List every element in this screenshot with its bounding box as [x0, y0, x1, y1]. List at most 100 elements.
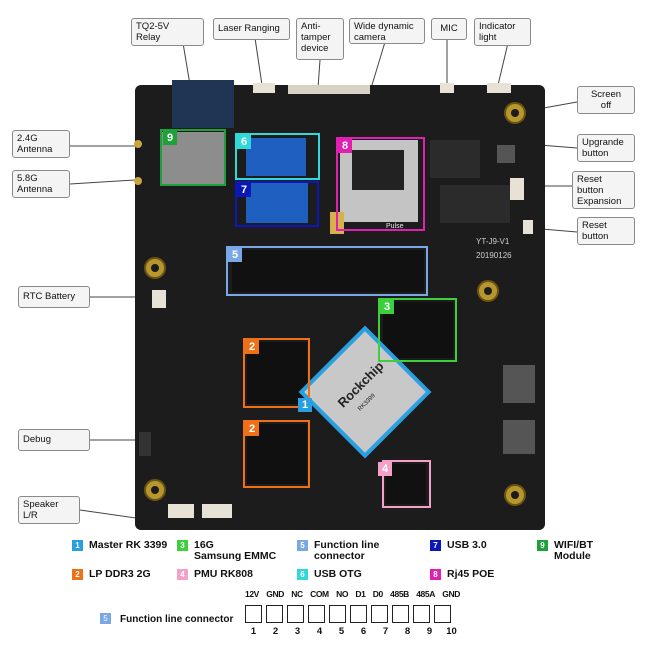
legend-item-pmu: 4 PMU RK808	[177, 569, 253, 580]
usb3-box	[235, 181, 319, 227]
legend-label: Function line connector	[314, 539, 380, 562]
pmu-box	[382, 460, 431, 508]
connector-pin	[308, 605, 325, 623]
pin-number: 2	[272, 626, 279, 637]
pin-label: D1	[355, 589, 366, 599]
antenna-24g-callout: 2.4G Antenna	[12, 130, 70, 158]
function-connector-box	[226, 246, 428, 296]
pin-label: 485B	[390, 589, 409, 599]
wifi-module-box	[160, 129, 226, 186]
rj45-poe-box	[336, 137, 425, 231]
pin-number: 6	[360, 626, 367, 637]
pin-number: 3	[294, 626, 301, 637]
pin-number: 10	[446, 626, 457, 637]
connector-pin	[287, 605, 304, 623]
usb-otg-box	[235, 133, 320, 180]
reset-expansion-callout: Reset button Expansion	[572, 171, 635, 209]
board-brand-text: Pulse	[386, 223, 404, 230]
legend-item-master: 1 Master RK 3399	[72, 540, 167, 551]
pin-label: COM	[310, 589, 329, 599]
connector-pin-labels: 12V GND NC COM NO D1 D0 485B 485A GND	[245, 589, 460, 599]
marker-ddr-2: 2	[245, 422, 259, 436]
connector-pin	[434, 605, 451, 623]
relay-callout: TQ2-5V Relay	[131, 18, 204, 46]
legend-swatch: 7	[430, 540, 441, 551]
legend-item-ddr: 2 LP DDR3 2G	[72, 569, 151, 580]
ddr-box-2	[243, 420, 310, 488]
marker-master: 1	[298, 398, 312, 412]
marker-usb-otg: 6	[237, 135, 251, 149]
antenna-58g-callout: 5.8G Antenna	[12, 170, 70, 198]
connector-pins	[245, 605, 451, 623]
marker-rj45: 8	[338, 139, 352, 153]
legend-item-otg: 6 USB OTG	[297, 569, 362, 580]
legend-label: PMU RK808	[194, 568, 253, 580]
legend-label: USB 3.0	[447, 539, 487, 551]
pin-label: D0	[372, 589, 383, 599]
marker-ddr-1: 2	[245, 340, 259, 354]
pin-label: GND	[442, 589, 460, 599]
marker-pmu: 4	[378, 462, 392, 476]
legend-swatch: 2	[72, 569, 83, 580]
indicator-light-callout: Indicator light	[474, 18, 531, 46]
legend-swatch: 6	[297, 569, 308, 580]
anti-tamper-callout: Anti- tamper device	[296, 18, 344, 60]
pin-number: 9	[426, 626, 433, 637]
legend-swatch: 9	[537, 540, 548, 551]
reset-button-callout: Reset button	[577, 217, 635, 245]
connector-badge: 5	[100, 613, 111, 624]
legend-swatch: 8	[430, 569, 441, 580]
laser-ranging-callout: Laser Ranging	[213, 18, 290, 40]
marker-emmc: 3	[380, 300, 394, 314]
pin-number: 5	[338, 626, 345, 637]
legend-label: WIFI/BT Module	[554, 539, 594, 562]
board-date-text: 20190126	[476, 251, 512, 260]
legend-item-rj45: 8 Rj45 POE	[430, 569, 494, 580]
legend-swatch: 1	[72, 540, 83, 551]
legend-swatch: 5	[297, 540, 308, 551]
marker-usb3: 7	[237, 183, 251, 197]
legend-item-emmc: 3 16G Samsung EMMC	[177, 540, 276, 562]
mic-callout: MIC	[431, 18, 467, 40]
pin-number: 1	[250, 626, 257, 637]
emmc-box	[378, 298, 457, 362]
legend-item-function: 5 Function line connector	[297, 540, 379, 562]
board-version-text: YT-J9-V1	[476, 237, 510, 246]
pin-label: 485A	[416, 589, 435, 599]
pin-number: 7	[382, 626, 389, 637]
camera-callout: Wide dynamic camera	[349, 18, 425, 44]
pin-label: NC	[291, 589, 303, 599]
connector-pin	[371, 605, 388, 623]
connector-pin	[245, 605, 262, 623]
screen-off-callout: Screen off	[577, 86, 635, 114]
pin-label: NO	[336, 589, 349, 599]
connector-title: Function line connector	[120, 614, 234, 625]
legend-swatch: 4	[177, 569, 188, 580]
legend-item-wifi: 9 WIFI/BT Module	[537, 540, 593, 562]
ddr-box-1	[243, 338, 310, 408]
marker-wifi: 9	[163, 131, 177, 145]
pin-number: 4	[316, 626, 323, 637]
pin-label: 12V	[245, 589, 259, 599]
legend-label: Rj45 POE	[447, 568, 495, 580]
legend-item-usb3: 7 USB 3.0	[430, 540, 487, 551]
marker-function: 5	[228, 248, 242, 262]
connector-pin	[413, 605, 430, 623]
upgrade-button-callout: Upgrande button	[577, 134, 635, 162]
legend-swatch: 3	[177, 540, 188, 551]
legend-label: USB OTG	[314, 568, 362, 580]
legend-label: LP DDR3 2G	[89, 568, 151, 580]
legend-label: Master RK 3399	[89, 539, 168, 551]
debug-callout: Debug	[18, 429, 90, 451]
connector-pin-numbers: 1 2 3 4 5 6 7 8 9 10	[245, 626, 460, 637]
speaker-callout: Speaker L/R	[18, 496, 80, 524]
pin-label: GND	[266, 589, 284, 599]
connector-pin	[266, 605, 283, 623]
legend-label: 16G Samsung EMMC	[194, 539, 277, 562]
connector-pin	[350, 605, 367, 623]
rtc-battery-callout: RTC Battery	[18, 286, 90, 308]
connector-pin	[329, 605, 346, 623]
pin-number: 8	[404, 626, 411, 637]
